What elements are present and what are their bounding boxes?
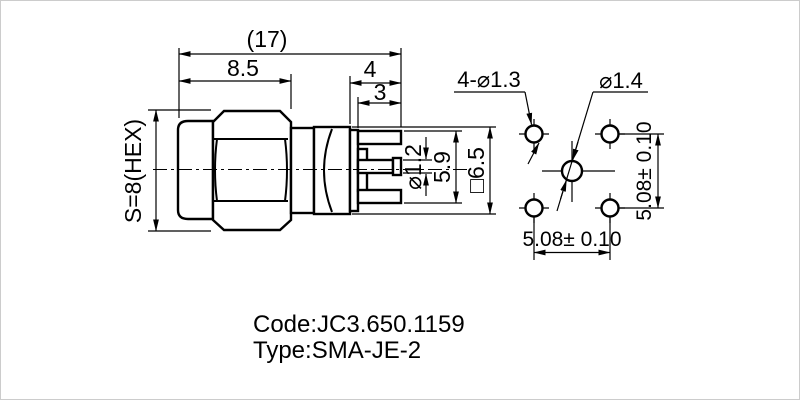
caption-code: Code:JC3.650.1159 [253, 311, 465, 338]
dim-pin-diameter: ⌀1.2 [400, 137, 432, 196]
caption-type: Type:SMA-JE-2 [253, 337, 421, 364]
dim-leg-length: 3 [357, 79, 402, 128]
barrel [289, 126, 316, 215]
footprint-view: 4-⌀1.3 ⌀1.4 5.08± 0.10 5.08± 0.10 [454, 67, 664, 260]
dim-leg-span: 5.9 [404, 130, 462, 204]
dim-pitch-vertical-label: 5.08± 0.10 [633, 121, 656, 220]
dielectric-base [348, 128, 360, 213]
dim-tail-section: 4 [349, 56, 402, 124]
hole-top-right [600, 124, 620, 144]
dim-body-length-label: 8.5 [227, 55, 259, 81]
dim-tail-section-label: 4 [364, 56, 377, 82]
hex-facet-lines [214, 138, 288, 202]
dim-flange-square-label: □6.5 [463, 147, 489, 193]
side-view: (17) 8.5 4 3 S=8(HEX) [120, 26, 496, 232]
dim-pitch-vertical: 5.08± 0.10 [619, 121, 664, 221]
hole-bottom-left [524, 198, 544, 218]
dim-pitch-horizontal-label: 5.08± 0.10 [522, 228, 621, 251]
dim-total-length-label: (17) [247, 26, 288, 52]
dim-pitch-horizontal: 5.08± 0.10 [522, 217, 622, 260]
dim-flange-square: □6.5 [352, 126, 496, 215]
caption: Code:JC3.650.1159 Type:SMA-JE-2 [253, 311, 465, 364]
callout-corner-holes: 4-⌀1.3 [454, 67, 540, 165]
center-pin [356, 158, 395, 175]
dim-hex-size: S=8(HEX) [120, 109, 211, 232]
top-leg [356, 129, 403, 146]
callout-corner-holes-label: 4-⌀1.3 [457, 67, 520, 92]
flange-body [312, 125, 352, 216]
callout-center-hole: ⌀1.4 [556, 68, 648, 212]
hole-top-left [524, 124, 544, 144]
center-pin-tip [391, 156, 403, 177]
dim-body-length: 8.5 [178, 55, 292, 109]
dim-pin-diameter-label: ⌀1.2 [400, 144, 426, 190]
hole-center [560, 159, 584, 183]
coupling-nut-front [176, 119, 215, 221]
dim-leg-span-label: 5.9 [429, 151, 455, 183]
dim-total-length: (17) [178, 26, 402, 127]
bottom-leg [356, 188, 403, 205]
hole-bottom-right [600, 198, 620, 218]
hex-nut [211, 109, 293, 232]
dim-hex-size-label: S=8(HEX) [120, 119, 146, 223]
callout-center-hole-label: ⌀1.4 [599, 68, 643, 93]
dim-leg-length-label: 3 [374, 79, 387, 105]
flange-arc [323, 128, 333, 213]
